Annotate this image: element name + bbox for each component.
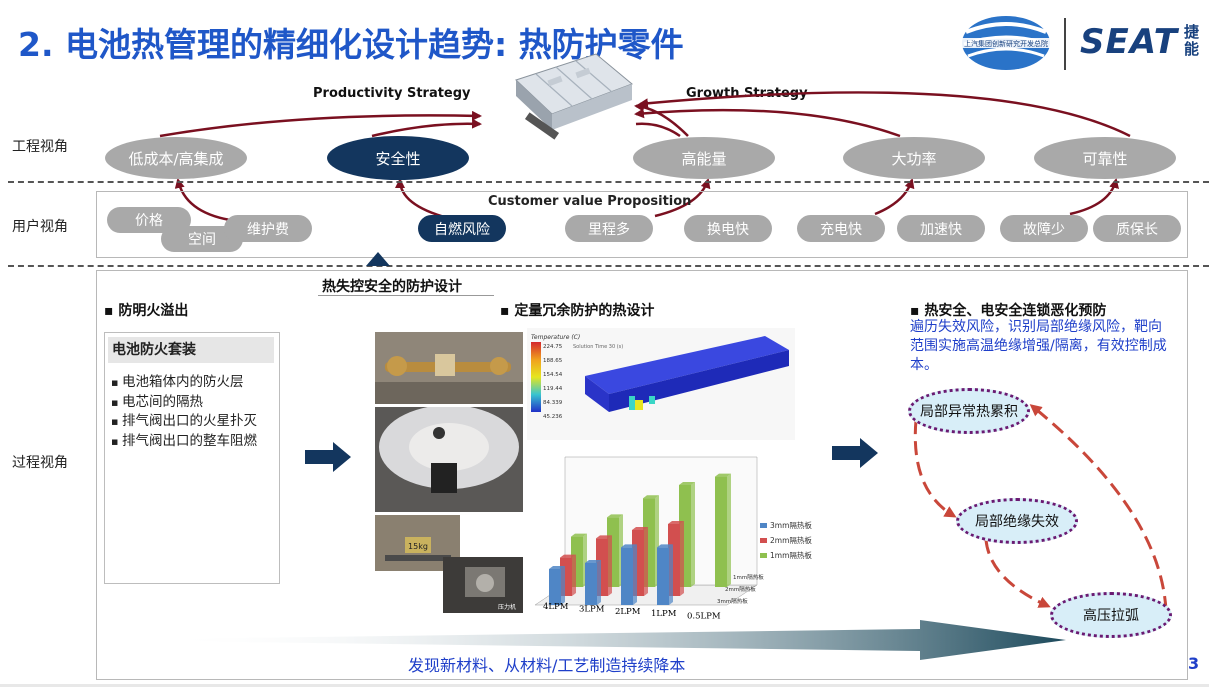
bar-x-tick-label: 3LPM	[579, 604, 605, 614]
failure-cycle-arrows	[913, 404, 1168, 611]
logo-separator	[1064, 18, 1066, 70]
customer-value-label: Customer value Proposition	[488, 194, 692, 209]
thermal-colorbar	[531, 342, 541, 412]
press-machine-photo: 压力机	[443, 557, 523, 613]
separator-top	[8, 181, 1209, 183]
col3-title: ▪ 热安全、电安全连锁恶化预防	[910, 303, 1107, 319]
bar-x-tick-label: 0.5LPM	[687, 612, 721, 622]
bar-x-labels: 4LPM 3LPM 2LPM 1LPM 0.5LPM	[543, 602, 721, 622]
test-rig-photo	[375, 332, 523, 404]
bar-2LPM-3mm隔热板	[621, 544, 637, 605]
node-insulation-failure: 局部绝缘失效	[956, 498, 1078, 544]
bar-marks	[549, 473, 731, 605]
user-maintenance-pill: 维护费	[224, 215, 312, 242]
separator-bottom	[8, 265, 1209, 267]
fireproof-kit-list: 电池箱体内的防火层 电芯间的隔热 排气阀出口的火星扑灭 排气阀出口的整车阻燃	[111, 373, 257, 451]
bar-x-tick-label: 4LPM	[543, 602, 569, 612]
arrow-right-icon	[832, 438, 878, 468]
thermal-model	[585, 336, 789, 412]
thermal-title: Temperature (C)	[531, 334, 581, 341]
list-item: 排气阀出口的整车阻燃	[111, 432, 257, 452]
eng-high-energy-oval: 高能量	[633, 137, 775, 179]
svg-text:压力机: 压力机	[498, 603, 516, 611]
svg-text:15kg: 15kg	[408, 542, 428, 551]
growth-strategy-label: Growth Strategy	[686, 86, 808, 101]
user-perspective-box	[96, 191, 1188, 258]
bar-depth-label: 2mm隔热板	[725, 585, 756, 593]
user-warranty-pill: 质保长	[1093, 215, 1181, 242]
fireproof-kit-title: 电池防火套装	[108, 337, 274, 363]
list-item: 电池箱体内的防火层	[111, 373, 257, 393]
legend-item: 1mm隔热板	[760, 550, 812, 561]
bar-x-tick-label: 1LPM	[651, 609, 677, 619]
user-acceleration-pill: 加速快	[897, 215, 985, 242]
battery-pack-image	[515, 53, 633, 140]
arrow-right-icon	[305, 442, 351, 472]
eng-reliability-oval: 可靠性	[1034, 137, 1176, 179]
legend-item: 2mm隔热板	[760, 535, 812, 546]
col1-title: ▪ 防明火溢出	[104, 303, 189, 319]
saic-logo-text: 上汽集团创新研究开发总院	[964, 39, 1048, 48]
user-fast-charge-pill: 充电快	[797, 215, 885, 242]
user-range-pill: 里程多	[565, 215, 653, 242]
flow-bar-chart: 4LPM 3LPM 2LPM 1LPM 0.5LPM 1mm隔热板 2mm隔热板 3mm隔热…	[534, 456, 764, 622]
page-number: 3	[1188, 654, 1200, 673]
user-swap-pill: 换电快	[684, 215, 772, 242]
chamber-photo	[375, 407, 523, 512]
bar-3LPM-3mm隔热板	[585, 560, 601, 605]
cost-reduction-arrow	[160, 620, 1066, 660]
node-hv-arcing: 高压拉弧	[1050, 592, 1172, 638]
bar-legend: 3mm隔热板 2mm隔热板 1mm隔热板	[760, 520, 812, 561]
col3-description: 遍历失效风险，识别局部绝缘风险，靶向范围实施高温绝缘增强/隔离，有效控制成本。	[910, 319, 1167, 373]
bar-1LPM-3mm隔热板	[657, 544, 673, 605]
bar-depth-labels: 1mm隔热板 2mm隔热板 3mm隔热板	[717, 573, 764, 605]
user-self-ignition-pill: 自燃风险	[418, 215, 506, 242]
bottom-caption: 发现新材料、从材料/工艺制造持续降本	[408, 656, 686, 675]
process-heading-underline	[318, 295, 494, 296]
bar-4LPM-3mm隔热板	[549, 566, 565, 605]
page-title: 2. 电池热管理的精细化设计趋势: 热防护零件	[18, 25, 684, 64]
fireproof-kit-box: 电池防火套装 电池箱体内的防火层 电芯间的隔热 排气阀出口的火星扑灭 排气阀出口…	[104, 332, 280, 584]
thermal-tick-list: 224.75 188.65 154.54 119.44 84.339 45.23…	[543, 344, 563, 420]
eng-safety-oval: 安全性	[327, 136, 469, 180]
bar-depth-label: 1mm隔热板	[733, 573, 764, 581]
productivity-strategy-label: Productivity Strategy	[313, 86, 471, 101]
seat-logo-cn: 捷能	[1184, 23, 1200, 58]
col2-title: ▪ 定量冗余防护的热设计	[500, 303, 655, 319]
eng-high-power-oval: 大功率	[843, 137, 985, 179]
triangle-marker-icon	[366, 252, 390, 266]
legend-item: 3mm隔热板	[760, 520, 812, 531]
eng-low-cost-oval: 低成本/高集成	[105, 137, 247, 179]
list-item: 电芯间的隔热	[111, 393, 257, 413]
row-label-user: 用户视角	[12, 219, 68, 235]
row-label-process: 过程视角	[12, 455, 68, 471]
saic-logo: 上汽集团创新研究开发总院	[958, 16, 1054, 70]
node-heat-accumulation: 局部异常热累积	[908, 388, 1030, 434]
row-label-engineering: 工程视角	[12, 139, 68, 155]
process-perspective-box	[96, 270, 1188, 680]
user-few-faults-pill: 故障少	[1000, 215, 1088, 242]
bar-depth-label: 3mm隔热板	[717, 597, 748, 605]
thermal-simulation-panel: Temperature (C) Solution Time 30 (s) 224…	[527, 328, 795, 440]
bar-x-tick-label: 2LPM	[615, 607, 641, 617]
process-heading: 热失控安全的防护设计	[322, 279, 462, 295]
seat-logo: SEAT	[1080, 22, 1178, 62]
thermal-subtitle: Solution Time 30 (s)	[573, 344, 624, 350]
bar-0.5LPM-1mm隔热板	[715, 473, 731, 587]
list-item: 排气阀出口的火星扑灭	[111, 412, 257, 432]
bottom-edge	[0, 684, 1209, 687]
